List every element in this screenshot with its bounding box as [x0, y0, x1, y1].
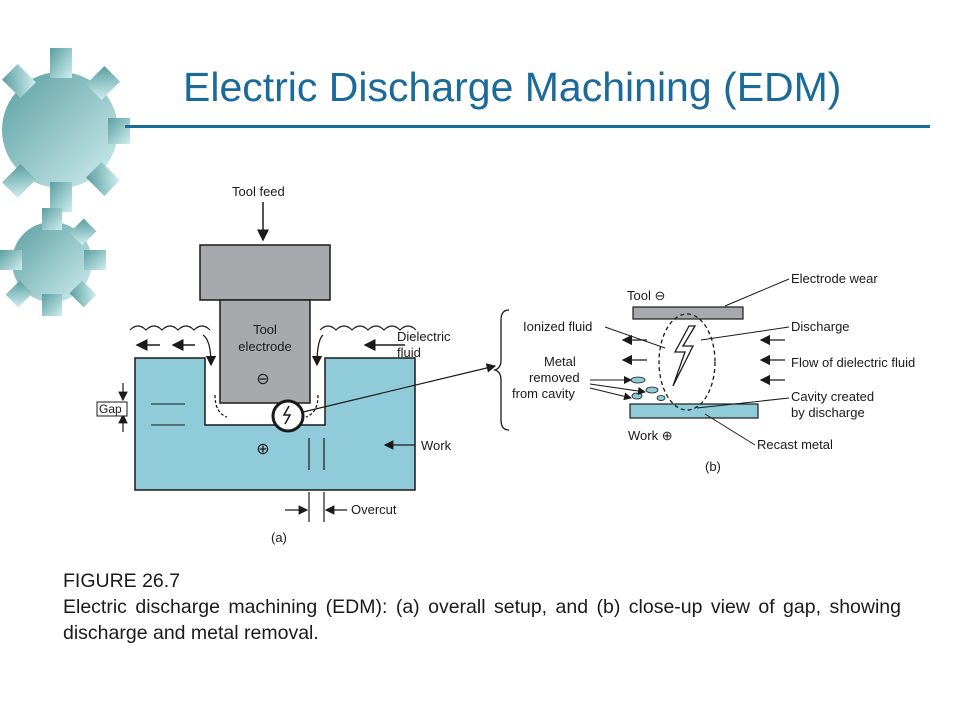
- spark-bolt-icon: [282, 405, 292, 425]
- flow-label: Flow of dielectric fluid: [791, 355, 915, 370]
- recast-label: Recast metal: [757, 437, 833, 452]
- overcut-label: Overcut: [351, 502, 397, 517]
- figure-caption: FIGURE 26.7 Electric discharge machining…: [63, 568, 901, 646]
- slide-title: Electric Discharge Machining (EDM): [183, 64, 842, 110]
- caption-text: Electric discharge machining (EDM): (a) …: [63, 596, 901, 644]
- spark-zone: [271, 399, 305, 433]
- work-b-bar: [629, 403, 759, 419]
- panel-b-label: (b): [705, 459, 721, 474]
- work-label: Work: [421, 438, 452, 453]
- dielectric-fluid-label-1: Dielectric: [397, 329, 451, 344]
- tool-electrode-label-1: Tool: [253, 322, 277, 337]
- gap-label: Gap: [99, 402, 122, 416]
- electrode-wear-label: Electrode wear: [791, 271, 878, 286]
- tool-b-bar: [632, 306, 744, 320]
- panel-b: Tool ⊖ Work ⊕ Ionized fluid Metal remove…: [492, 271, 915, 474]
- fluid-surface: [129, 325, 417, 331]
- metal-removed-label-1: Metal: [544, 354, 576, 369]
- tool-electrode: [219, 299, 311, 404]
- tool-polarity: ⊖: [256, 371, 269, 388]
- title-underline: [125, 125, 930, 128]
- dielectric-fluid-label-2: fluid: [397, 345, 421, 360]
- tool-electrode-label-2: electrode: [238, 339, 291, 354]
- gap-label-box: [96, 401, 128, 417]
- tool-feed-label: Tool feed: [232, 184, 285, 199]
- tool-head: [199, 244, 331, 301]
- metal-removed-label-3: from cavity: [512, 386, 575, 401]
- panel-a-label: (a): [271, 530, 287, 545]
- ionized-fluid-label: Ionized fluid: [523, 319, 592, 334]
- edm-diagram: Tool feed Tool electrode ⊖ Dielectric fl…: [96, 184, 915, 545]
- work-b-label: Work ⊕: [628, 428, 673, 443]
- discharge-column: [658, 313, 716, 411]
- gear-icon: [0, 48, 130, 316]
- cavity-label-2: by discharge: [791, 405, 865, 420]
- figure-number: FIGURE 26.7: [63, 570, 181, 592]
- cavity-label-1: Cavity created: [791, 389, 874, 404]
- tool-b-label: Tool ⊖: [627, 288, 665, 303]
- workpiece: [134, 357, 416, 491]
- discharge-bolt-icon: [672, 325, 697, 387]
- work-polarity: ⊕: [256, 441, 269, 458]
- discharge-label: Discharge: [791, 319, 850, 334]
- panel-a: Tool feed Tool electrode ⊖ Dielectric fl…: [96, 184, 497, 545]
- metal-removed-label-2: removed: [529, 370, 580, 385]
